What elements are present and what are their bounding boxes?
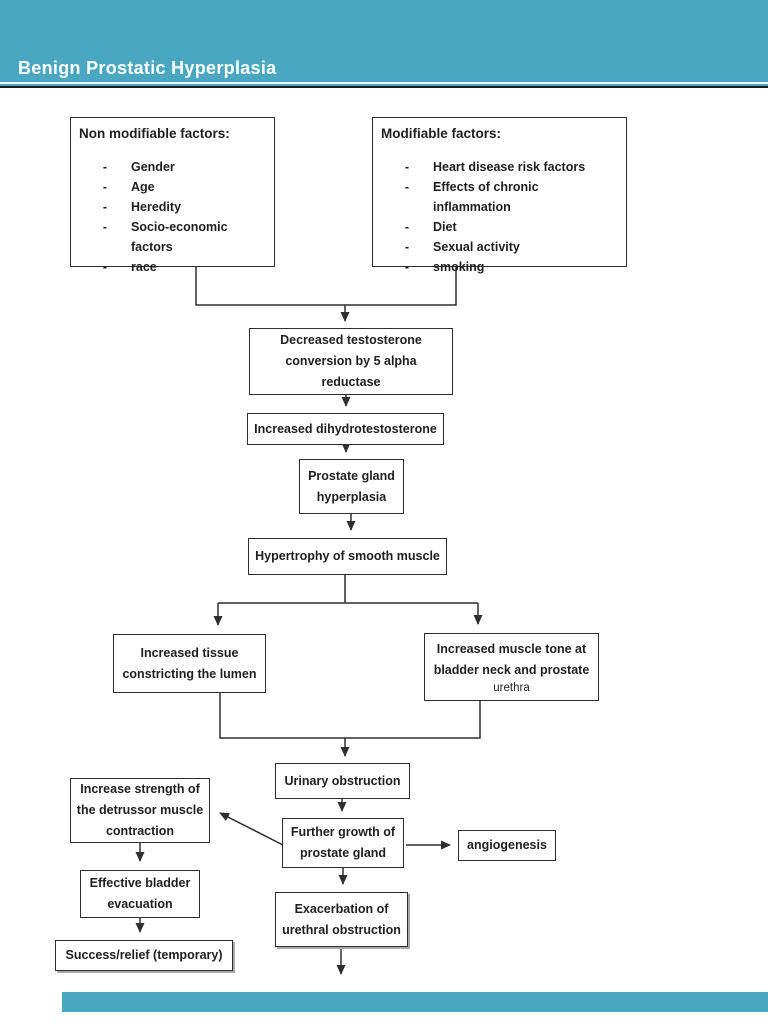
node-hypertrophy-smooth-muscle: Hypertrophy of smooth muscle [248,538,447,575]
list-item-label: Diet [433,220,457,234]
connector-group [135,267,483,975]
dash-bullet: - [404,180,410,194]
dash-bullet: - [102,220,108,234]
footer-bar [62,992,768,1012]
list-item: - Diet [381,217,618,237]
node-increased-tissue-constricting-lumen: Increased tissue constricting the lumen [113,634,266,693]
list-item: - Sexual activity [381,237,618,257]
dash-bullet: - [102,180,108,194]
node-increased-dihydrotestosterone: Increased dihydrotestosterone [247,413,444,445]
modifiable-factors-box: Modifiable factors: - Heart disease risk … [372,117,627,274]
list-item-label: Heredity [131,200,182,214]
node-effective-bladder-evacuation: Effective bladder evacuation [80,870,200,918]
dash-bullet: - [404,220,410,234]
node-angiogenesis: angiogenesis [458,830,556,861]
list-item-label: smoking [433,260,485,274]
page-header: Benign Prostatic Hyperplasia [0,0,768,88]
list-item-label: Age [131,180,155,194]
dash-bullet: - [404,240,410,254]
factor-list: - Gender - Age - Heredity - Socio-economic f… [79,157,266,277]
list-item-label: Gender [131,160,175,174]
list-item: - smoking [381,257,618,277]
node-exacerbation-urethral-obstruction: Exacerbation of urethral obstruction [275,892,408,947]
node-decreased-testosterone-conversion: Decreased testosterone conversion by 5 a… [249,328,453,395]
node-sublabel: urethra [493,681,530,694]
non-modifiable-factors-box: Non modifiable factors: - Gender - Age - He… [70,117,275,274]
node-label: Urinary obstruction [284,773,401,788]
node-label: Increased muscle tone at bladder neck an… [433,641,590,677]
list-item-label: Heart disease risk factors [433,160,586,174]
node-further-growth-prostate: Further growth of prostate gland [282,818,404,868]
list-item: - race [79,257,266,277]
list-item: - Age [79,177,266,197]
node-detrussor-muscle-contraction: Increase strength of the detrussor muscl… [70,778,210,843]
list-item: - Heredity [79,197,266,217]
node-label: Increased dihydrotestosterone [254,421,437,436]
list-item-label: race [131,260,157,274]
node-label: Prostate gland hyperplasia [308,468,395,504]
node-label: Effective bladder evacuation [89,876,191,911]
node-label: Success/relief (temporary) [65,948,223,962]
dash-bullet: - [102,160,108,174]
box-title: Modifiable factors: [381,126,502,141]
factor-list: - Heart disease risk factors - Effects of … [381,157,618,277]
node-label: angiogenesis [467,838,547,852]
dash-bullet: - [102,260,108,274]
list-item-label: Socio-economic factors [131,220,228,254]
list-item: - Gender [79,157,266,177]
node-increased-muscle-tone: Increased muscle tone at bladder neck an… [424,633,599,701]
node-label: Further growth of prostate gland [290,825,396,860]
title-underline [0,82,768,84]
node-urinary-obstruction: Urinary obstruction [275,763,410,799]
box-title: Non modifiable factors: [79,126,230,141]
node-label: Hypertrophy of smooth muscle [255,549,440,563]
dash-bullet: - [404,160,410,174]
dash-bullet: - [404,260,410,274]
node-prostate-gland-hyperplasia: Prostate gland hyperplasia [299,459,404,514]
node-success-relief: Success/relief (temporary) [55,940,233,971]
list-item: - Effects of chronic inflammation [381,177,618,217]
page-title: Benign Prostatic Hyperplasia [18,58,277,78]
dash-bullet: - [102,200,108,214]
node-label: Increase strength of the detrussor muscl… [76,782,204,838]
node-label: Increased tissue constricting the lumen [122,645,257,681]
node-label: Exacerbation of urethral obstruction [282,901,401,937]
list-item: - Socio-economic factors [79,217,266,257]
node-label: Decreased testosterone conversion by 5 a… [280,333,422,389]
list-item-label: Sexual activity [433,240,520,254]
list-item: - Heart disease risk factors [381,157,618,177]
list-item-label: Effects of chronic inflammation [433,180,539,214]
